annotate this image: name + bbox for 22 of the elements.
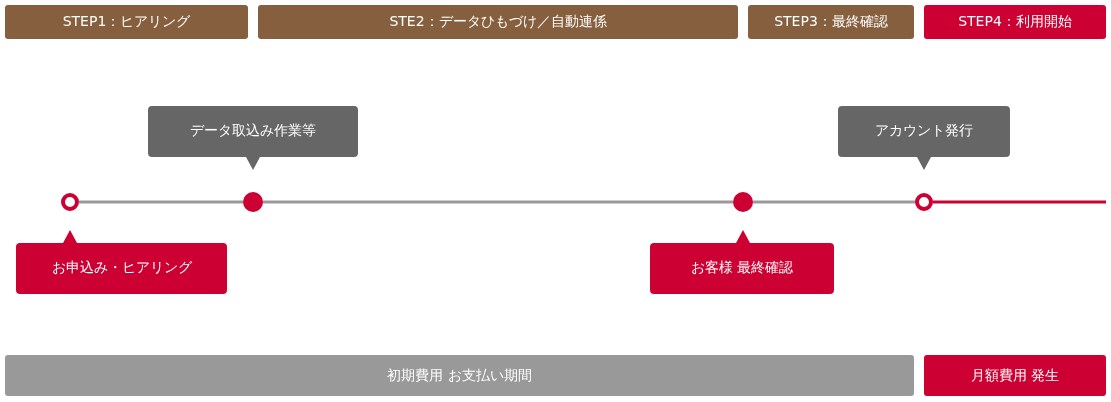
speech-bubble bbox=[16, 230, 227, 294]
milestone-dot bbox=[61, 193, 79, 211]
step-bar: STEP1：ヒアリング bbox=[5, 5, 248, 39]
step-bar: STEP4：利用開始 bbox=[924, 5, 1106, 39]
speech-bubble bbox=[650, 230, 834, 294]
timeline-line bbox=[753, 200, 915, 204]
timeline-line bbox=[933, 200, 1106, 204]
milestone-dot bbox=[915, 193, 933, 211]
milestone-dot bbox=[733, 192, 753, 212]
milestone-dot bbox=[243, 192, 263, 212]
callout-text: お申込み・ヒアリング bbox=[51, 259, 192, 277]
speech-bubble bbox=[148, 106, 358, 170]
timeline-line bbox=[263, 200, 733, 204]
speech-bubble bbox=[838, 106, 1010, 170]
period-bar: 月額費用 発生 bbox=[924, 355, 1106, 396]
callout-text: アカウント発行 bbox=[875, 122, 973, 140]
period-bar: 初期費用 お支払い期間 bbox=[5, 355, 914, 396]
step-bar: STE2：データひもづけ／自動連係 bbox=[258, 5, 738, 39]
callout-text: お客様 最終確認 bbox=[690, 259, 794, 277]
step-bar: STEP3：最終確認 bbox=[748, 5, 914, 39]
timeline-line bbox=[79, 200, 243, 204]
callout-text: データ取込み作業等 bbox=[190, 122, 316, 140]
